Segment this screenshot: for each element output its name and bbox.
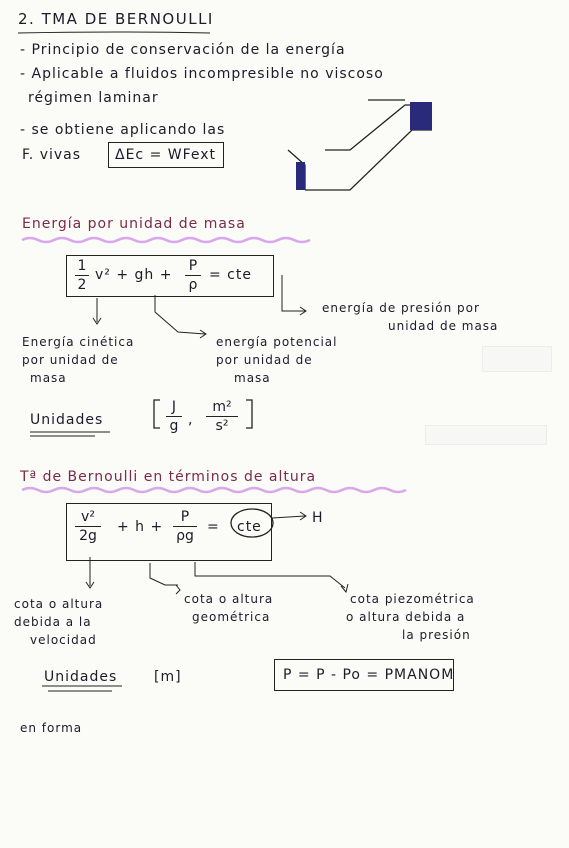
section2-arrows [85,508,349,595]
manometric-pressure-formula: P = P - Po = PMANOM [283,667,455,683]
total-head-symbol: H [312,510,324,526]
section2-units-value: [m] [154,669,182,685]
velocity-fraction: v² 2g [75,510,101,543]
ann-pressure-line2: unidad de masa [388,319,499,333]
section1-eq-end: = cte [209,267,252,283]
bullet-applicable: - Aplicable a fluidos incompresible no v… [20,66,384,82]
heading-underline [17,31,211,34]
bullet-regime: régimen laminar [28,90,159,106]
page-title: 2. TMA DE BERNOULLI [18,10,214,28]
half-fraction: 1 2 [75,259,89,292]
ann-geometric-line2: geométrica [192,610,271,624]
ann-kinetic-line1: Energía cinética [22,335,135,349]
ann-potential-line1: energía potencial [216,335,338,349]
ann-geometric-line1: cota o altura [184,592,274,606]
manometric-pressure-box: P = P - Po = PMANOM [274,659,454,691]
units-j-fraction: J g [166,400,182,433]
footer-note: en forma [20,721,83,735]
section2-equation-box: v² 2g + h + P ρg = cte [66,503,272,561]
pipe-section-right [410,102,432,130]
bullet-conservation: - Principio de conservación de la energí… [20,42,346,58]
bullet-vivas: F. vivas [22,147,82,163]
pipe-section-left [296,162,305,190]
ann-velocity-line2: debida a la [14,615,92,629]
section1-units-label: Unidades [30,412,104,428]
ann-kinetic-line2: por unidad de [22,353,119,367]
units-m-fraction: m² s² [206,400,238,433]
ann-piezo-line2: o altura debida a [346,610,466,624]
section1-eq-mid: v² + gh + [95,267,173,283]
ann-pressure-line1: energía de presión por [322,301,480,315]
ann-velocity-line1: cota o altura [14,597,104,611]
wavy-highlight-2 [21,486,407,494]
ann-potential-line2: por unidad de [216,353,313,367]
pressure-height-fraction: P ρg [173,510,197,543]
ann-piezo-line1: cota piezométrica [350,592,475,606]
ann-potential-line3: masa [234,371,271,385]
bullet-obtained: - se obtiene aplicando las [20,122,226,138]
section2-title: Tª de Bernoulli en términos de altura [20,469,317,485]
section1-equation-box: 1 2 v² + gh + P ρ = cte [66,255,274,297]
section2-eq-cte: cte [237,519,262,535]
section1-arrows [92,275,307,339]
units-underlines [30,431,122,692]
units-brackets [153,399,253,429]
section2-units-label: Unidades [44,669,118,685]
ann-kinetic-line3: masa [30,371,67,385]
work-formula: ΔEc = WFext [115,147,217,163]
pressure-fraction: P ρ [185,259,201,292]
units-comma: , [188,412,194,428]
work-formula-box: ΔEc = WFext [108,142,224,168]
bleed-mark [425,425,547,445]
bleed-mark [482,346,552,372]
section1-title: Energía por unidad de masa [22,216,246,232]
section2-eq-mid: + h + [117,519,164,535]
section2-eq-equals: = [207,519,220,535]
ann-velocity-line3: velocidad [30,633,97,647]
ann-piezo-line3: la presión [402,628,471,642]
wavy-highlight-1 [21,236,311,244]
